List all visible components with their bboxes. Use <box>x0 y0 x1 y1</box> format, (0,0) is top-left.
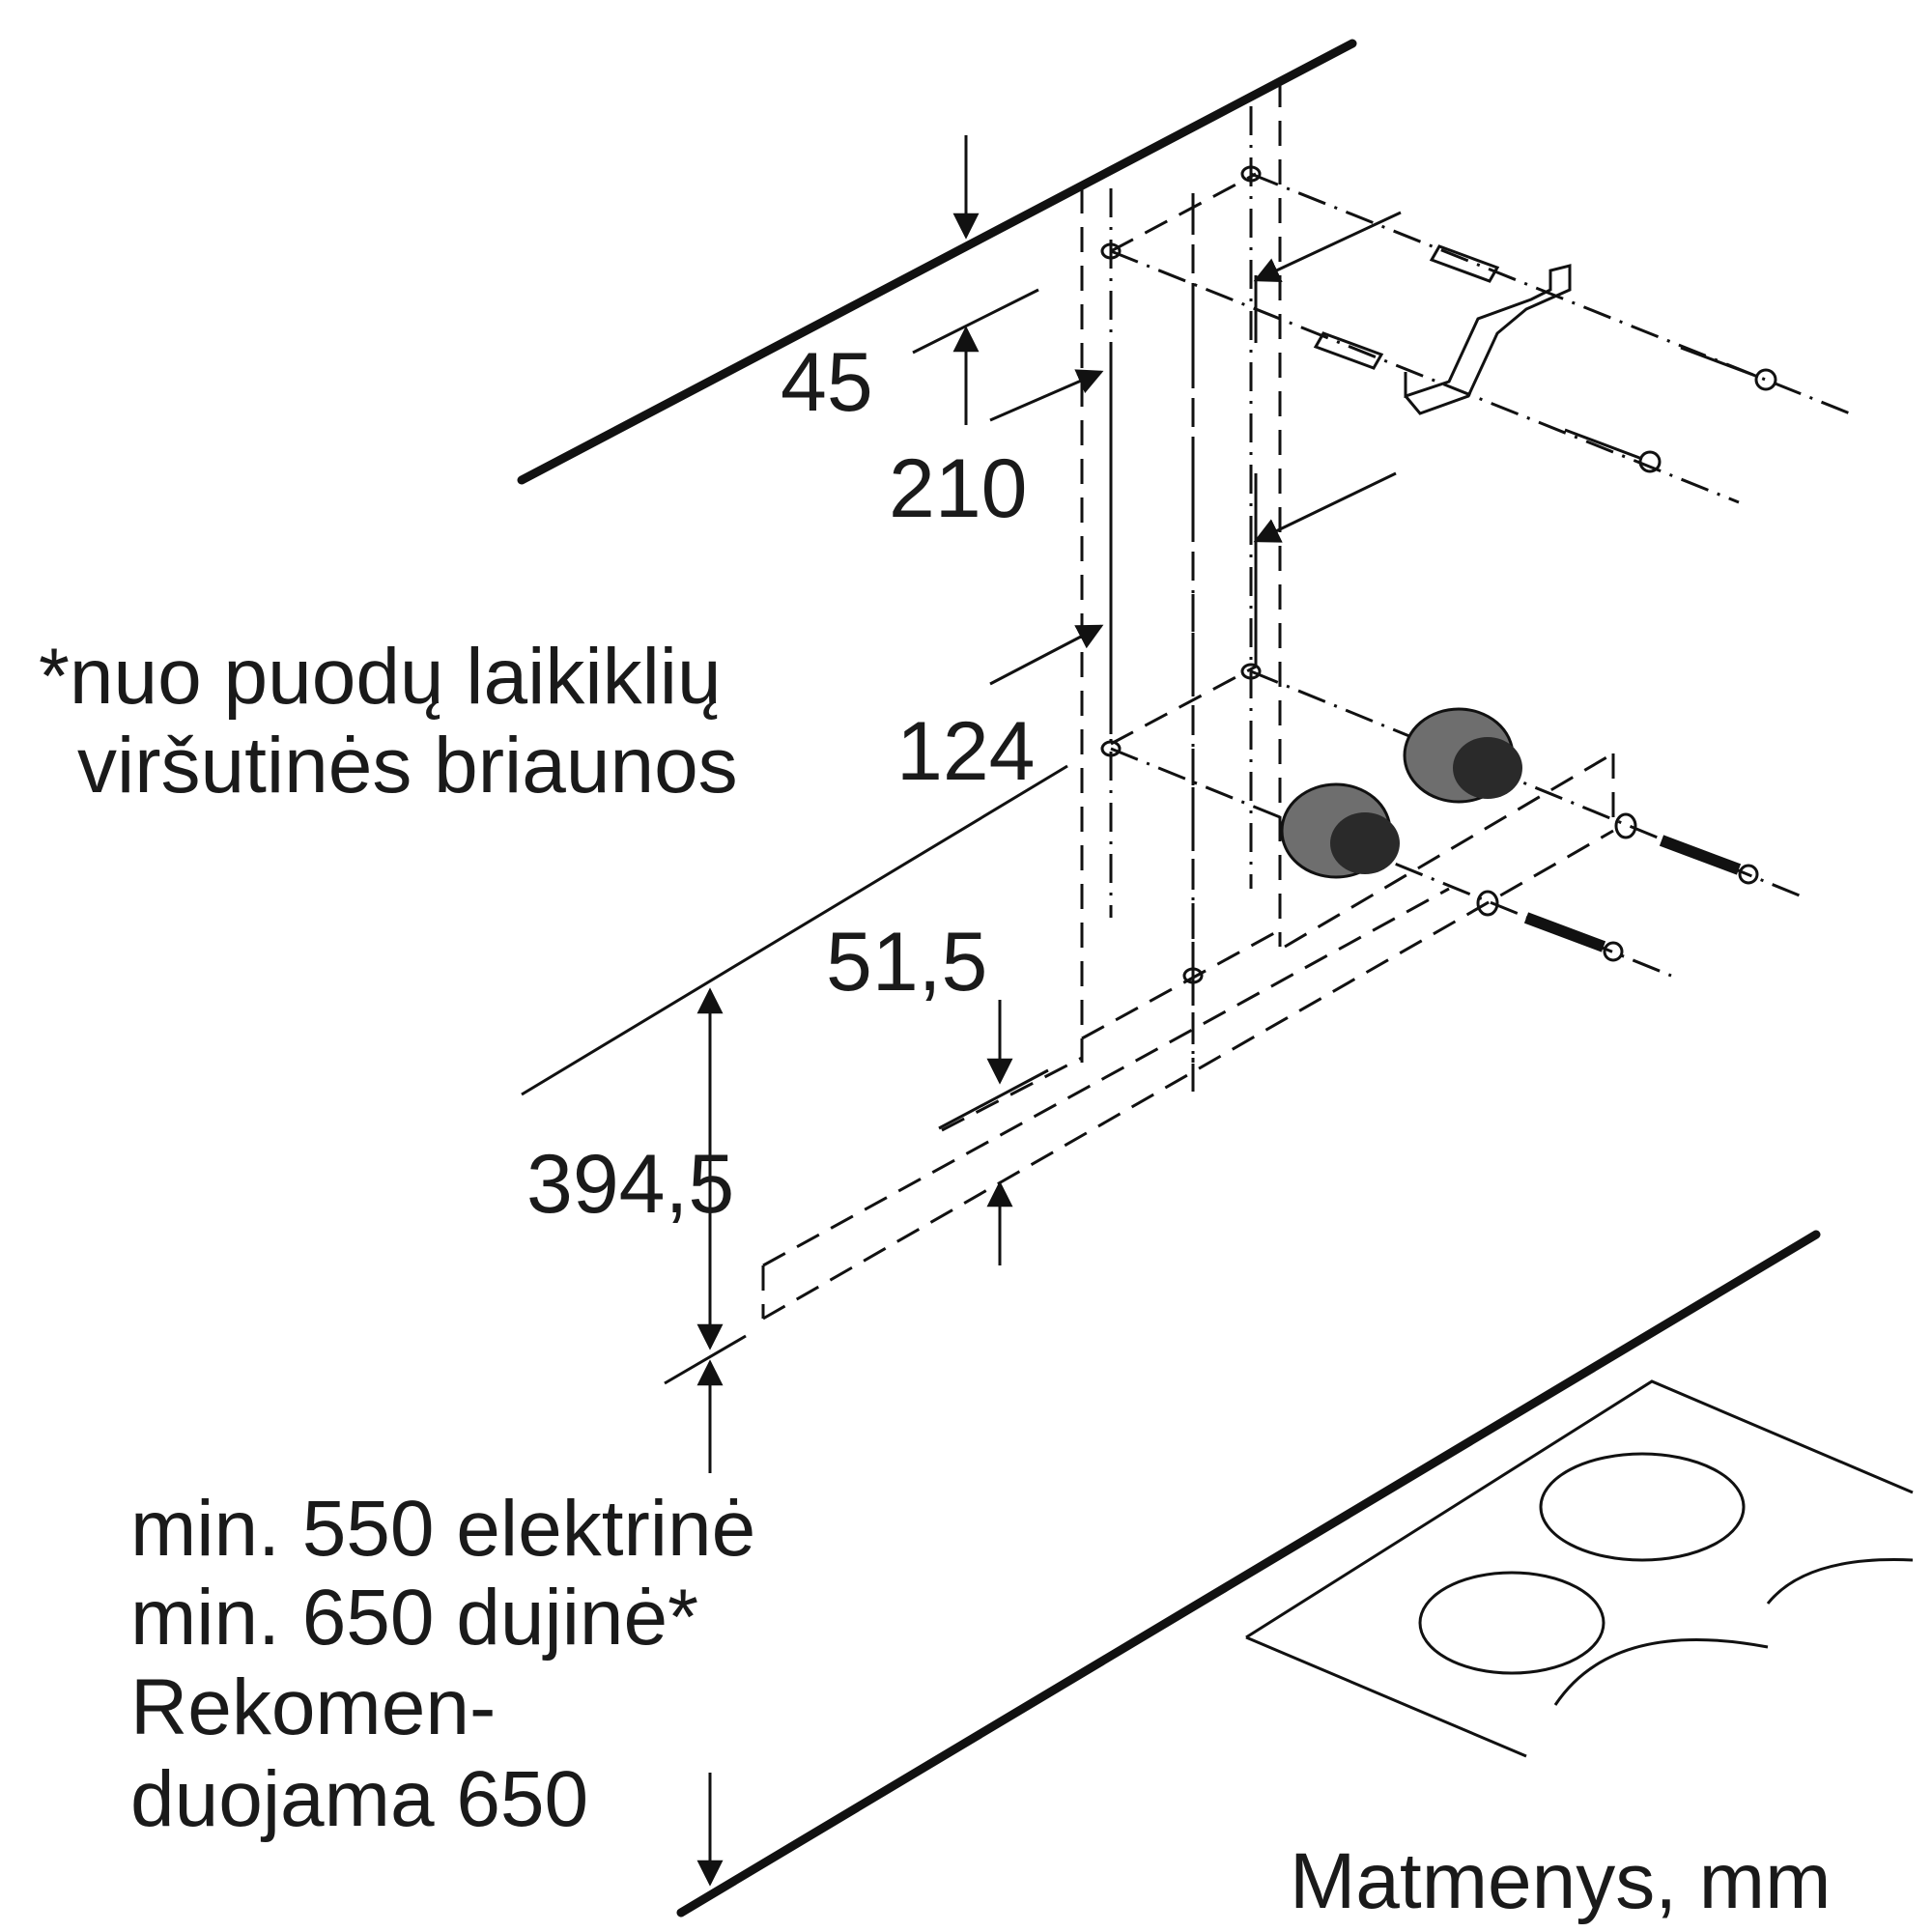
cooktop <box>1245 1379 1914 1758</box>
screw-icon <box>1564 346 1777 473</box>
wall-plug-icon <box>1313 244 1500 370</box>
bolt-icon <box>1523 835 1759 962</box>
dim-45: 45 <box>781 336 873 429</box>
dim-394-5: 394,5 <box>526 1138 734 1231</box>
dimension-lines <box>696 135 1402 1887</box>
hood-outline <box>761 752 1615 1321</box>
dim-124: 124 <box>896 705 1036 798</box>
reference-line-bottom <box>664 1334 747 1385</box>
dim-210: 210 <box>889 442 1028 535</box>
worktop-line <box>676 1230 1821 1918</box>
fastener-axes <box>1110 172 1856 978</box>
dim-51-5: 51,5 <box>826 916 987 1009</box>
washer-icon <box>1476 812 1637 917</box>
footnote-line-2: viršutinės briaunos <box>77 722 738 810</box>
height-note-line-2: min. 650 dujinė* <box>130 1574 698 1662</box>
footnote-line-1: *nuo puodų laikiklių <box>39 633 722 721</box>
hood-bottom-line <box>521 764 1068 1096</box>
mounting-adapter-icon <box>1280 707 1522 879</box>
height-note-line-3: Rekomen- <box>130 1663 496 1751</box>
ceiling-line <box>517 39 1357 485</box>
wall-bracket <box>1404 264 1572 415</box>
units-caption: Matmenys, mm <box>1290 1837 1831 1925</box>
height-note-line-1: min. 550 elektrinė <box>130 1485 755 1573</box>
height-note-line-4: duojama 650 <box>130 1755 588 1843</box>
drill-holes <box>1100 165 1262 984</box>
